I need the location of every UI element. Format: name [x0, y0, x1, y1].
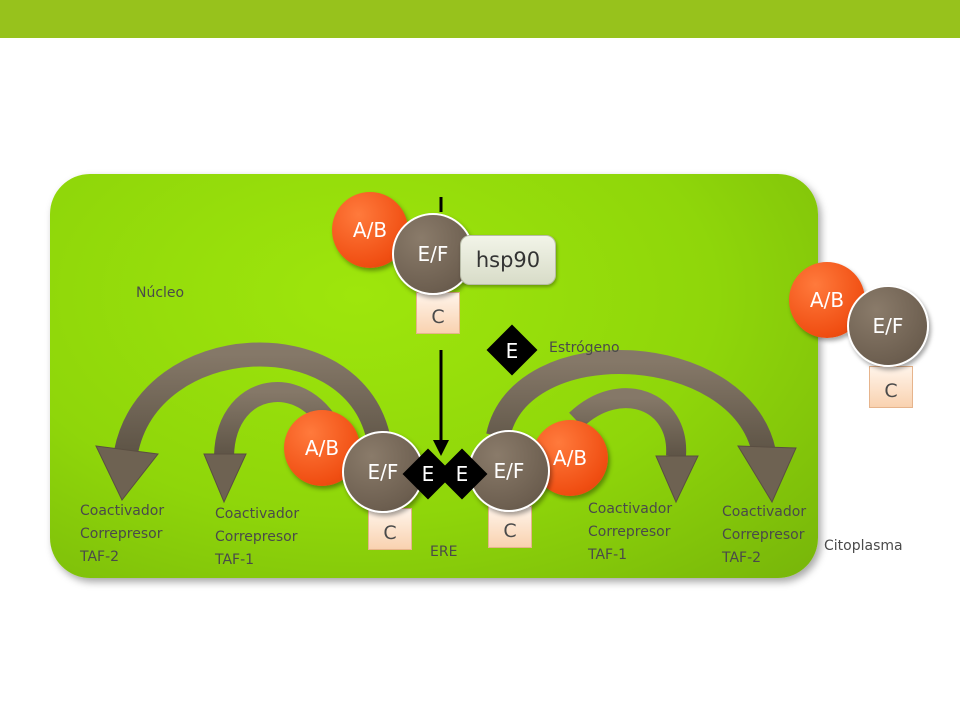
hsp90-box: hsp90: [460, 235, 556, 285]
estrogen-symbol-left: E: [421, 462, 435, 486]
estrogen-label: Estrógeno: [549, 340, 620, 356]
coregulator-list-left-outer: Coactivador Correpresor TAF-2: [80, 500, 164, 569]
ef-domain-cytoplasm-label: E/F: [872, 314, 904, 338]
arrow-head-left-inner: [203, 453, 247, 504]
ef-domain-bottom-left-label: E/F: [367, 460, 399, 484]
estrogen-symbol-legend: E: [505, 339, 519, 363]
ef-domain-bottom-right-label: E/F: [493, 459, 525, 483]
estrogen-symbol-right: E: [455, 462, 469, 486]
coactivator-label: Coactivador: [722, 504, 807, 520]
curved-arrow-right-outer: [486, 350, 776, 456]
top-bar: [0, 0, 960, 38]
c-domain-top: C: [416, 292, 460, 334]
corepressor-label: Correpresor: [588, 524, 671, 540]
taf-label: TAF-1: [588, 547, 628, 563]
ere-label: ERE: [430, 544, 458, 560]
ab-domain-bottom-left-label: A/B: [304, 436, 340, 460]
arrow-head-down: [433, 440, 449, 456]
ab-domain-cytoplasm-label: A/B: [809, 288, 845, 312]
cytoplasm-label: Citoplasma: [824, 538, 903, 554]
c-domain-bottom-left: C: [368, 508, 412, 550]
corepressor-label: Correpresor: [215, 529, 298, 545]
ef-domain-top-label: E/F: [417, 242, 449, 266]
ef-domain-cytoplasm: E/F: [847, 285, 929, 367]
corepressor-label: Correpresor: [80, 526, 163, 542]
coactivator-label: Coactivador: [80, 503, 165, 519]
taf-label: TAF-1: [215, 552, 255, 568]
coactivator-label: Coactivador: [215, 506, 300, 522]
coactivator-label: Coactivador: [588, 501, 673, 517]
coregulator-list-right-outer: Coactivador Correpresor TAF-2: [722, 501, 806, 570]
curved-arrow-right-inner: [569, 388, 687, 457]
corepressor-label: Correpresor: [722, 527, 805, 543]
ab-domain-top-label: A/B: [352, 218, 388, 242]
arrow-head-right-outer: [737, 445, 797, 504]
arrow-head-left-outer: [95, 445, 159, 501]
ab-domain-bottom-right-label: A/B: [552, 446, 588, 470]
coregulator-list-left-inner: Coactivador Correpresor TAF-1: [215, 503, 299, 572]
c-domain-cytoplasm: C: [869, 366, 913, 408]
arrow-head-right-inner: [655, 455, 699, 504]
curved-arrow-left-outer: [114, 342, 390, 455]
taf-label: TAF-2: [80, 549, 120, 565]
taf-label: TAF-2: [722, 550, 762, 566]
nucleus-label: Núcleo: [136, 285, 185, 301]
c-domain-bottom-right: C: [488, 506, 532, 548]
coregulator-list-right-inner: Coactivador Correpresor TAF-1: [588, 498, 672, 567]
